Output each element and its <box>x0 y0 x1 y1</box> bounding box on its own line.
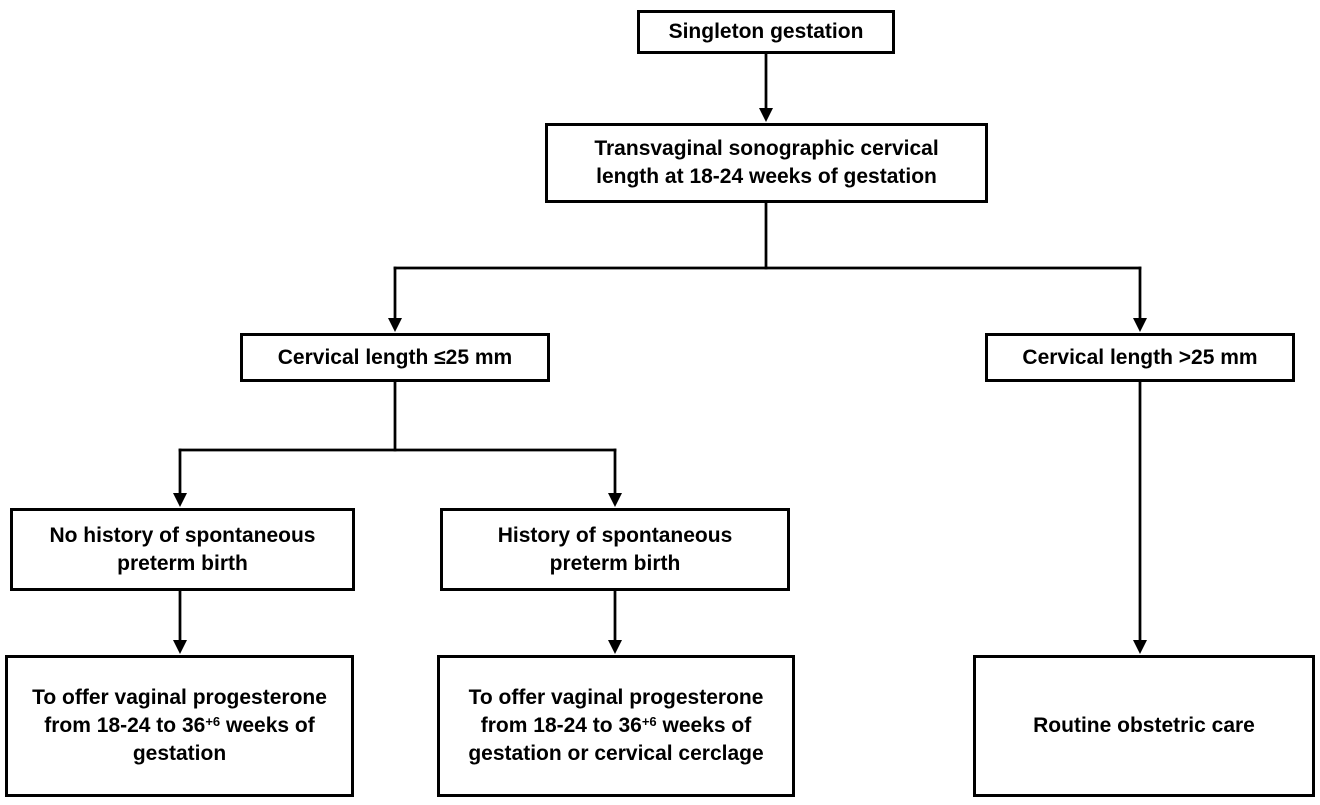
arrowhead <box>173 493 187 507</box>
node-singleton-gestation: Singleton gestation <box>637 10 895 54</box>
arrowhead <box>608 640 622 654</box>
arrowhead <box>608 493 622 507</box>
superscript: +6 <box>205 714 221 730</box>
arrowhead <box>1133 318 1147 332</box>
node-label: History of spontaneous preterm birth <box>497 523 733 575</box>
node-label: Transvaginal sonographic cervical length… <box>594 137 939 188</box>
node-label: Routine obstetric care <box>1033 714 1255 738</box>
node-cervical-length-gt-25mm: Cervical length >25 mm <box>985 333 1295 382</box>
node-label: To offer vaginal progesterone from 18-24… <box>32 686 327 765</box>
node-no-history-spontaneous-preterm-birth: No history of spontaneous preterm birth <box>10 508 355 591</box>
node-label: Cervical length >25 mm <box>1022 345 1258 369</box>
node-history-spontaneous-preterm-birth: History of spontaneous preterm birth <box>440 508 790 591</box>
node-label: No history of spontaneous preterm birth <box>49 523 316 575</box>
node-routine-obstetric-care: Routine obstetric care <box>973 655 1315 797</box>
arrowhead <box>1133 640 1147 654</box>
node-offer-vaginal-progesterone-or-cerclage: To offer vaginal progesterone from 18-24… <box>437 655 795 797</box>
node-label: Cervical length ≤25 mm <box>277 345 513 369</box>
node-label: Singleton gestation <box>668 20 864 44</box>
node-transvaginal-sonographic-cervical-length: Transvaginal sonographic cervical length… <box>545 123 988 203</box>
arrowhead <box>759 108 773 122</box>
node-cervical-length-le-25mm: Cervical length ≤25 mm <box>240 333 550 382</box>
superscript: +6 <box>641 714 657 730</box>
node-label: To offer vaginal progesterone from 18-24… <box>468 686 764 765</box>
node-offer-vaginal-progesterone: To offer vaginal progesterone from 18-24… <box>5 655 354 797</box>
arrowhead <box>388 318 402 332</box>
arrowhead <box>173 640 187 654</box>
